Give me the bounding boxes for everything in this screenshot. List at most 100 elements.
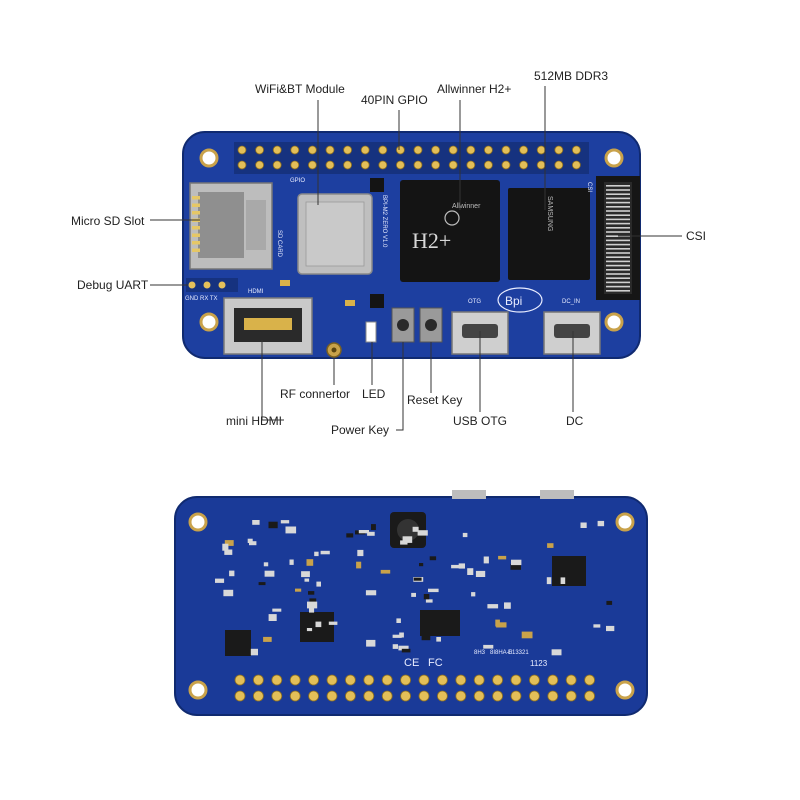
gpio-pin [431, 145, 441, 155]
smd-part [222, 543, 229, 551]
smd-part [417, 530, 428, 536]
power-key-button [391, 307, 415, 343]
smd-part [365, 590, 377, 596]
smd-part [268, 614, 277, 621]
power-inductor [390, 512, 426, 548]
gpio-pad [436, 690, 448, 702]
gpio-pad [400, 674, 412, 686]
silk-csi: CSI [586, 182, 592, 192]
smd-part [428, 588, 439, 593]
csi-contact [606, 285, 630, 288]
smd-part [371, 524, 376, 530]
gpio-pin [360, 145, 370, 155]
smd-part [252, 520, 260, 525]
smd-part [328, 621, 338, 625]
smd-part [412, 526, 419, 532]
gpio-pin [501, 145, 511, 155]
label-usb-otg: USB OTG [453, 414, 507, 428]
smd-part [366, 639, 376, 647]
gpio-pad [584, 674, 595, 686]
gpio-pin [290, 160, 300, 170]
smd-part [380, 569, 391, 574]
gpio-pad [565, 674, 577, 686]
smd-part [272, 608, 282, 612]
gpio-pad [455, 674, 467, 686]
gpio-pad [308, 690, 320, 702]
csi-contact [606, 269, 630, 271]
back-port-edge [452, 490, 486, 499]
bpi-logo-text: Bpi [505, 294, 522, 308]
csi-contact [606, 206, 630, 208]
smd-part [306, 628, 313, 632]
smd-part [264, 570, 275, 577]
gpio-pin [395, 145, 405, 155]
csi-contact [606, 277, 630, 279]
sd-contact [192, 233, 200, 237]
gpio-pad [529, 674, 540, 686]
smd-part [606, 600, 613, 605]
smd-part [358, 530, 369, 534]
csi-contact [606, 239, 630, 242]
silk-hdmi: HDMI [248, 289, 264, 295]
gpio-pin [501, 160, 511, 170]
back-board: CE FC 1123 8I8HA-0 E13321 8H3 [174, 490, 648, 716]
csi-contact [606, 273, 630, 275]
gpio-pin [343, 145, 353, 155]
smd-part [425, 599, 433, 603]
back-code: 8I8HA-0 [490, 650, 513, 656]
smd-part [392, 644, 398, 649]
smd-part [280, 520, 290, 524]
gpio-pad [363, 690, 375, 702]
label-led: LED [362, 387, 386, 401]
gpio-pad [363, 674, 375, 686]
gpio-pin [255, 145, 265, 155]
csi-contact [606, 189, 630, 191]
label-wifi-bt: WiFi&BT Module [255, 82, 345, 96]
gpio-pin [448, 160, 458, 170]
soc-brand-text: Allwinner [452, 203, 481, 210]
smd-part [551, 649, 562, 656]
smd-part [547, 543, 554, 548]
smd-part [458, 563, 465, 569]
gpio-pin [272, 160, 282, 170]
csi-connector [596, 176, 640, 300]
smd-part [511, 559, 522, 566]
csi-contact [606, 227, 630, 229]
gpio-pin [378, 145, 388, 155]
gpio-pad [326, 674, 338, 686]
smd-part [401, 648, 411, 653]
smd-part [593, 624, 601, 628]
gpio-pad [308, 674, 320, 686]
small-ic [370, 294, 384, 308]
gpio-pad [455, 690, 467, 702]
csi-contact [606, 197, 630, 200]
callout-labels: WiFi&BT Module 40PIN GPIO Allwinner H2+ … [71, 69, 706, 437]
silk-sd-card: SD CARD [276, 230, 282, 258]
smd-part [289, 559, 294, 565]
smd-part [436, 637, 441, 642]
gpio-pin [325, 160, 335, 170]
gpio-pad [529, 690, 540, 702]
silk-gpio: GPIO [290, 178, 305, 184]
smd-part [224, 540, 234, 546]
gpio-pin [307, 145, 317, 155]
smd-part [301, 571, 310, 578]
gpio-pin [483, 145, 493, 155]
smd-part [483, 644, 494, 649]
gpio-pin [237, 145, 247, 155]
gpio-pin [378, 160, 388, 170]
smd-part [305, 621, 314, 626]
back-code: E13321 [508, 650, 529, 656]
csi-contact [606, 210, 630, 212]
smd-part [315, 621, 322, 628]
gpio-pin [255, 160, 265, 170]
smd-part [263, 562, 269, 567]
smd-part [309, 598, 317, 605]
back-mounting-holes [188, 512, 635, 700]
gpio-header-40pin [234, 142, 589, 174]
csi-contact [606, 201, 630, 204]
gpio-pad [473, 674, 485, 686]
front-board: GPIO SD CARD GND RX TX BPI-M2 ZERO V1.0 [182, 131, 641, 359]
gpio-pin [343, 160, 353, 170]
reset-key-button [419, 307, 443, 343]
